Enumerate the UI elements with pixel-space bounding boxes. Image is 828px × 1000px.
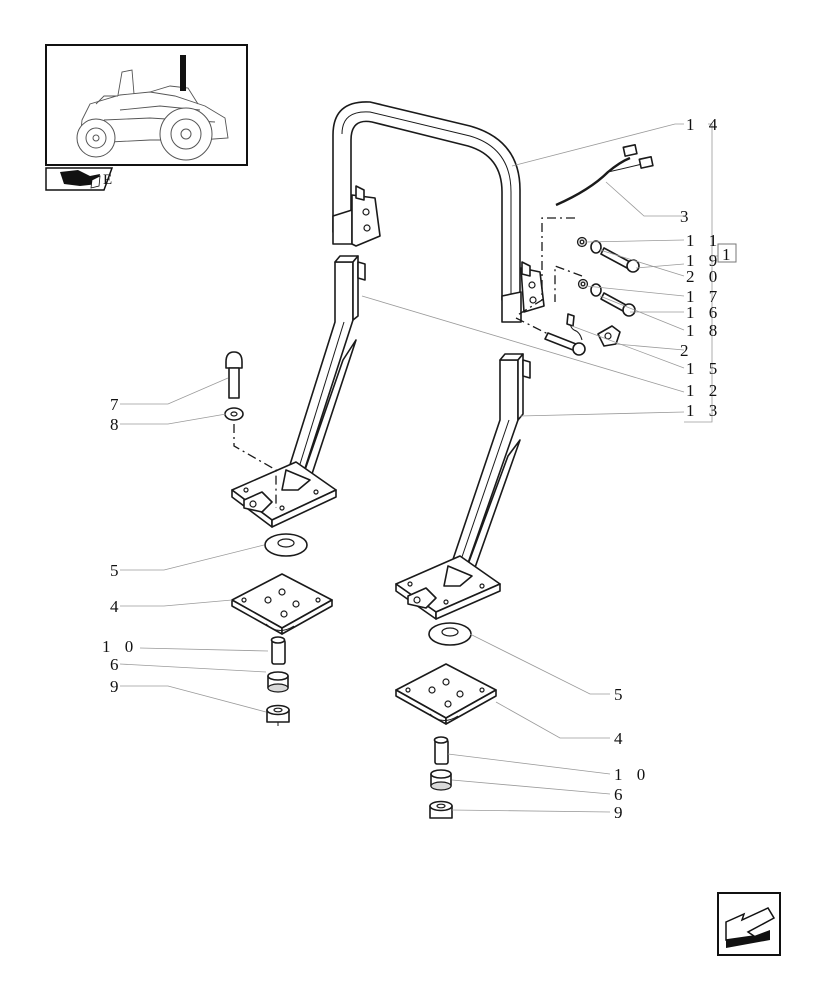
next-page-arrow-icon[interactable] xyxy=(717,892,781,956)
bolt-and-washer xyxy=(224,351,244,421)
group-label-box xyxy=(717,243,737,263)
assembly-line xyxy=(554,265,583,302)
callout-5-right: 5 xyxy=(614,685,628,704)
right-post-part xyxy=(395,353,531,620)
tractor-thumbnail-icon xyxy=(45,44,248,166)
group-label: 1 xyxy=(722,245,731,264)
callout-10-left: 1 0 xyxy=(102,637,138,656)
callout-13: 1 3 xyxy=(686,401,722,420)
assembly-line xyxy=(515,317,549,335)
callout-20: 2 0 xyxy=(686,267,722,286)
callout-2: 2 xyxy=(680,341,694,360)
callout-6-left: 6 xyxy=(110,655,124,674)
callout-10-right: 1 0 xyxy=(614,765,650,784)
page-code: E xyxy=(103,172,112,188)
callout-14: 1 4 xyxy=(686,115,722,134)
callout-18: 1 8 xyxy=(686,321,722,340)
callout-6-right: 6 xyxy=(614,785,628,804)
callout-11: 1 1 xyxy=(686,231,722,250)
right-mount-stack xyxy=(395,622,497,819)
callout-16: 1 6 xyxy=(686,303,722,322)
wire-harness-part xyxy=(555,144,654,207)
upper-arch-part xyxy=(332,101,545,323)
callout-4-left: 4 xyxy=(110,597,124,616)
callout-labels: 1 4 3 1 1 1 9 2 0 1 7 1 6 1 8 2 1 5 1 2 … xyxy=(102,115,722,822)
left-post-part xyxy=(231,255,366,528)
callout-8: 8 xyxy=(110,415,124,434)
assembly-line xyxy=(233,424,277,508)
callout-9-right: 9 xyxy=(614,803,628,822)
leader-lines xyxy=(119,123,718,813)
callout-12: 1 2 xyxy=(686,381,722,400)
callout-3: 3 xyxy=(680,207,694,226)
book-icon xyxy=(45,167,114,191)
callout-9-left: 9 xyxy=(110,677,124,696)
callout-5-left: 5 xyxy=(110,561,124,580)
callout-4-right: 4 xyxy=(614,729,628,748)
left-mount-stack xyxy=(231,533,333,726)
callout-19: 1 9 xyxy=(686,251,722,270)
fastener-group xyxy=(544,236,640,356)
callout-15: 1 5 xyxy=(686,359,722,378)
callout-17: 1 7 xyxy=(686,287,722,306)
callout-7: 7 xyxy=(110,395,124,414)
